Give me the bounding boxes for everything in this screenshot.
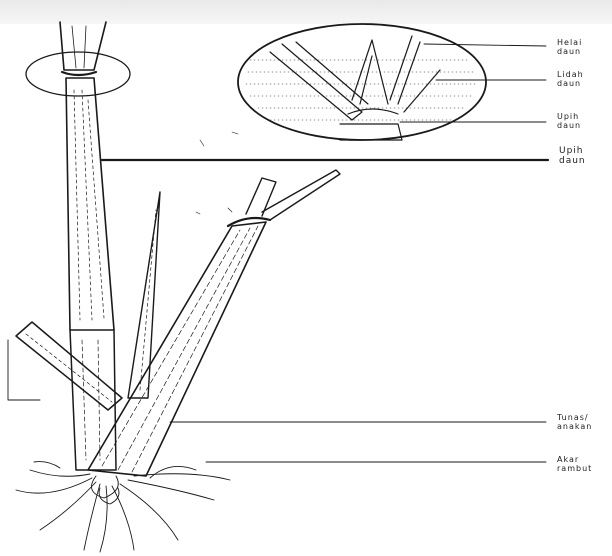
label-helai-daun: Helai daun bbox=[557, 38, 582, 56]
inset-ellipse bbox=[238, 24, 486, 140]
label-upih-daun-inset: Upih daun bbox=[557, 112, 581, 130]
main-sheath bbox=[66, 78, 114, 330]
inset-detail bbox=[270, 36, 440, 140]
label-upih-daun-main: Upih daun bbox=[559, 146, 586, 166]
label-lidah-daun: Lidah daun bbox=[557, 70, 584, 88]
culm-top bbox=[60, 22, 106, 70]
tiller-blade-2 bbox=[262, 170, 340, 220]
narrow-leaf bbox=[128, 192, 160, 398]
tiller-blade-1 bbox=[246, 178, 276, 216]
label-tunas-anakan: Tunas/ anakan bbox=[557, 413, 592, 431]
leader-helai bbox=[424, 44, 546, 46]
label-akar-rambut: Akar rambut bbox=[557, 455, 592, 473]
roots bbox=[16, 462, 230, 552]
lower-left-leaf bbox=[16, 322, 122, 410]
